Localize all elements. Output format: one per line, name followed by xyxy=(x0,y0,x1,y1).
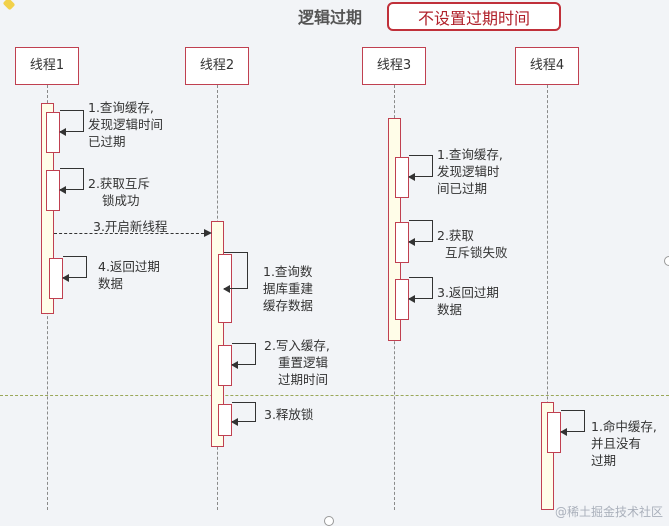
self-call-thread-3-step-2 xyxy=(395,222,409,263)
participant-thread-4: 线程4 xyxy=(515,47,579,85)
self-call-thread-2-step-3 xyxy=(218,404,232,436)
self-call-thread-4-step-1 xyxy=(547,412,561,453)
self-call-thread-2-step-2 xyxy=(218,345,232,386)
self-call-thread-3-step-1 xyxy=(395,157,409,198)
thread-1-step-4-label: 4.返回过期 数据 xyxy=(98,259,160,291)
diagram-title: 逻辑过期 xyxy=(298,8,363,27)
self-call-arrow xyxy=(560,410,585,436)
participant-thread-3: 线程3 xyxy=(362,47,426,85)
self-call-arrow xyxy=(231,343,256,369)
self-call-arrow xyxy=(408,155,433,181)
thread-2-step-2-label: 2.写入缓存, 重置逻辑 过期时间 xyxy=(264,338,330,387)
thread-3-step-1-label: 1.查询缓存, 发现逻辑时 间已过期 xyxy=(437,147,503,196)
no-expiry-note: 不设置过期时间 xyxy=(387,2,561,31)
self-call-thread-1-step-4 xyxy=(49,258,63,299)
self-call-arrow xyxy=(59,168,84,194)
self-call-arrow xyxy=(59,110,84,136)
lifeline-thread-4 xyxy=(547,85,548,510)
thread-3-step-2-label: 2.获取 互斥锁失败 xyxy=(437,228,508,260)
thread-1-step-1-label: 1.查询缓存, 发现逻辑时间 已过期 xyxy=(88,100,164,149)
self-call-thread-1-step-1 xyxy=(46,112,60,153)
self-call-thread-3-step-3 xyxy=(395,279,409,320)
phase-divider xyxy=(0,395,669,396)
message-start-new-thread-label: 3.开启新线程 xyxy=(93,219,168,234)
self-call-arrow xyxy=(62,256,87,282)
self-call-arrow xyxy=(223,252,248,293)
watermark: @稀土掘金技术社区 xyxy=(554,505,663,519)
self-call-arrow xyxy=(408,220,433,246)
message-start-new-thread xyxy=(54,229,212,237)
thread-3-step-3-label: 3.返回过期 数据 xyxy=(437,285,499,317)
thread-2-step-3-label: 3.释放锁 xyxy=(264,407,314,422)
resize-handle-bottom[interactable] xyxy=(324,516,334,526)
thread-4-step-1-label: 1.命中缓存, 并且没有 过期 xyxy=(591,419,657,468)
self-call-thread-1-step-2 xyxy=(46,170,60,211)
self-call-arrow xyxy=(231,402,256,426)
self-call-arrow xyxy=(408,277,433,303)
thread-2-step-1-label: 1.查询数 据库重建 缓存数据 xyxy=(263,264,314,313)
participant-thread-2: 线程2 xyxy=(185,47,249,85)
resize-handle-right[interactable] xyxy=(664,256,669,266)
thread-1-step-2-label: 2.获取互斥 锁成功 xyxy=(88,176,150,208)
pin-icon xyxy=(2,0,16,11)
participant-thread-1: 线程1 xyxy=(15,47,79,85)
